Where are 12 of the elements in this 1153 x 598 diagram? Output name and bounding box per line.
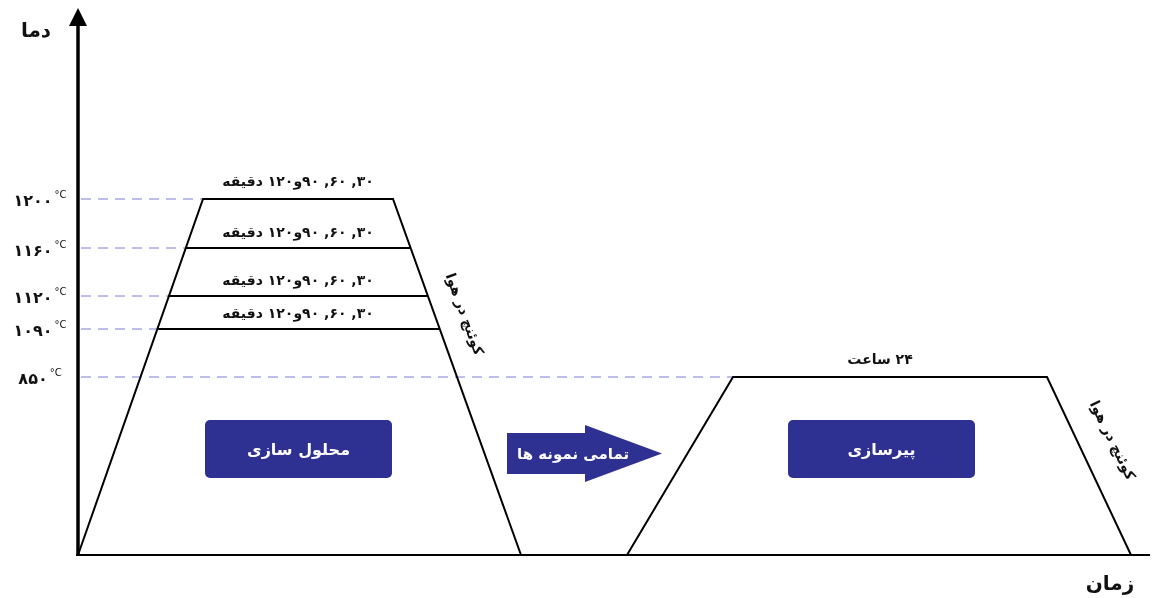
process-box: محلول سازی bbox=[205, 420, 392, 478]
axis-title: دما bbox=[20, 18, 52, 42]
duration-label: ۳۰, ۶۰, ۹۰و۱۲۰ دقیقه bbox=[222, 305, 374, 321]
process-box: پیرسازی bbox=[788, 420, 975, 478]
process-note: کوئنچ در هوا bbox=[442, 270, 488, 358]
duration-label: ۳۰, ۶۰, ۹۰و۱۲۰ دقیقه bbox=[222, 224, 374, 240]
process-note: کوئنچ در هوا bbox=[1086, 397, 1140, 483]
duration-label: ۲۴ ساعت bbox=[847, 351, 913, 367]
axis-title: زمان bbox=[1085, 571, 1135, 595]
arrow-label: تمامی نمونه ها bbox=[517, 444, 630, 463]
duration-label: ۳۰, ۶۰, ۹۰و۱۲۰ دقیقه bbox=[222, 272, 374, 288]
duration-label: ۳۰, ۶۰, ۹۰و۱۲۰ دقیقه bbox=[222, 173, 374, 189]
